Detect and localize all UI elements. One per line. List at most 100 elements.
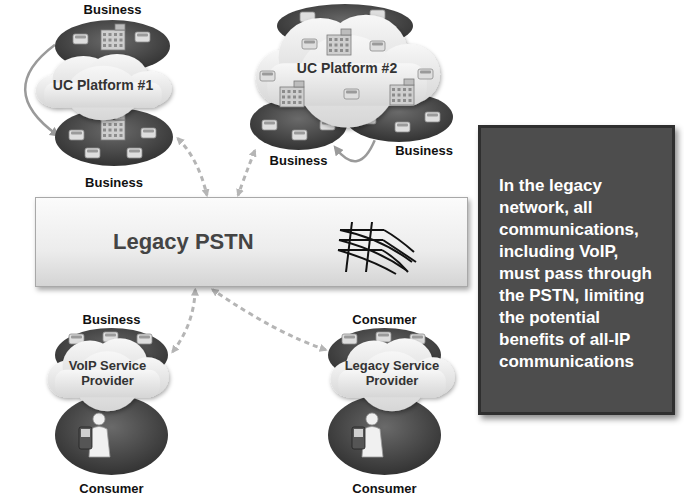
- phone-icon: [370, 41, 385, 51]
- phone-handset: [427, 114, 438, 117]
- phone-handset: [372, 43, 383, 46]
- building-window: [346, 38, 349, 41]
- platform-name: UC Platform #2: [297, 61, 397, 76]
- network-name: Legacy PSTN: [113, 229, 467, 255]
- phone-icon: [361, 114, 376, 124]
- cloud-outline: [36, 54, 172, 120]
- building-window: [120, 123, 123, 126]
- phone-handset: [87, 150, 98, 153]
- note-text: In the legacy network, all communication…: [499, 175, 658, 373]
- phone-handset: [378, 334, 389, 337]
- building-window: [293, 96, 296, 99]
- utility-pole-icon: [338, 222, 416, 274]
- site-label: Business: [83, 312, 141, 327]
- phone-icon: [320, 120, 335, 130]
- phone-icon: [69, 130, 84, 140]
- building-window: [299, 96, 302, 99]
- building-window: [109, 123, 112, 126]
- dashed-link: [178, 138, 207, 195]
- phone-handset: [139, 336, 150, 339]
- mobile-screen: [354, 429, 363, 437]
- phone-icon: [127, 148, 142, 158]
- dashed-link: [238, 151, 255, 196]
- building-icon: [390, 85, 414, 105]
- building-window: [114, 39, 117, 42]
- dashed-link: [213, 290, 326, 350]
- building-window: [103, 129, 106, 132]
- building-window: [114, 44, 117, 47]
- phone-icon: [262, 120, 277, 130]
- phone-handset: [363, 116, 374, 119]
- building-window: [398, 99, 401, 102]
- platform-cloud: UC Platform #2: [252, 25, 442, 110]
- building-window: [329, 49, 332, 52]
- building-icon: [280, 87, 304, 107]
- mobile-phone: [79, 427, 92, 449]
- building-window: [329, 44, 332, 47]
- building-window: [340, 38, 343, 41]
- site-ellipse: Business: [55, 108, 173, 190]
- site-label: Business: [84, 2, 142, 17]
- site-label: Consumer: [352, 481, 416, 496]
- building-window: [103, 33, 106, 36]
- building-window: [282, 90, 285, 93]
- building-window: [114, 33, 117, 36]
- mobile-screen: [81, 429, 90, 437]
- phone-icon: [135, 32, 150, 42]
- phone-icon: [260, 71, 275, 81]
- site-label: Business: [270, 153, 328, 168]
- building-window: [392, 94, 395, 97]
- building-tower: [115, 24, 125, 30]
- phone-icon: [395, 122, 410, 132]
- building-tower: [341, 29, 351, 35]
- cloud-outline: [331, 338, 455, 411]
- building-window: [335, 49, 338, 52]
- building-window: [392, 88, 395, 91]
- phone-icon: [85, 148, 100, 158]
- building-icon: [101, 120, 125, 140]
- site-ellipse-fill: [55, 395, 168, 475]
- site-ellipse-fill: [55, 108, 173, 166]
- phone-handset: [322, 122, 333, 125]
- building-window: [120, 44, 123, 47]
- phone-icon: [73, 34, 88, 44]
- phone-icon: [376, 332, 391, 342]
- phone-handset: [304, 41, 315, 44]
- network-band: Legacy PSTN: [35, 197, 468, 287]
- platform-name: VoIP Service Provider: [57, 358, 158, 388]
- building-window: [288, 90, 291, 93]
- building-window: [103, 44, 106, 47]
- building-window: [109, 44, 112, 47]
- building-icon: [101, 30, 125, 50]
- building-window: [409, 94, 412, 97]
- building-window: [114, 134, 117, 137]
- building-window: [392, 99, 395, 102]
- building-window: [335, 44, 338, 47]
- building-window: [120, 134, 123, 137]
- phone-icon: [141, 128, 156, 138]
- phone-handset: [75, 36, 86, 39]
- phone-handset: [420, 71, 431, 74]
- cloud-outline: [48, 338, 169, 411]
- building-window: [109, 33, 112, 36]
- platform-cloud: UC Platform #1: [33, 60, 173, 110]
- building-window: [299, 90, 302, 93]
- site-label: Consumer: [352, 312, 416, 327]
- building-window: [346, 49, 349, 52]
- phone-handset: [262, 73, 273, 76]
- building-window: [340, 44, 343, 47]
- person-head: [93, 413, 105, 425]
- building-window: [409, 88, 412, 91]
- phone-icon: [344, 89, 359, 99]
- platform-cloud: Legacy Service Provider: [328, 345, 456, 400]
- site-ellipse-fill: [345, 92, 453, 142]
- phone-handset: [143, 130, 154, 133]
- site-label: Business: [395, 143, 453, 158]
- note-box: In the legacy network, all communication…: [478, 125, 675, 415]
- building-window: [335, 38, 338, 41]
- phone-handset: [71, 336, 82, 339]
- phone-icon: [137, 334, 152, 344]
- building-tower: [115, 114, 125, 120]
- building-window: [288, 101, 291, 104]
